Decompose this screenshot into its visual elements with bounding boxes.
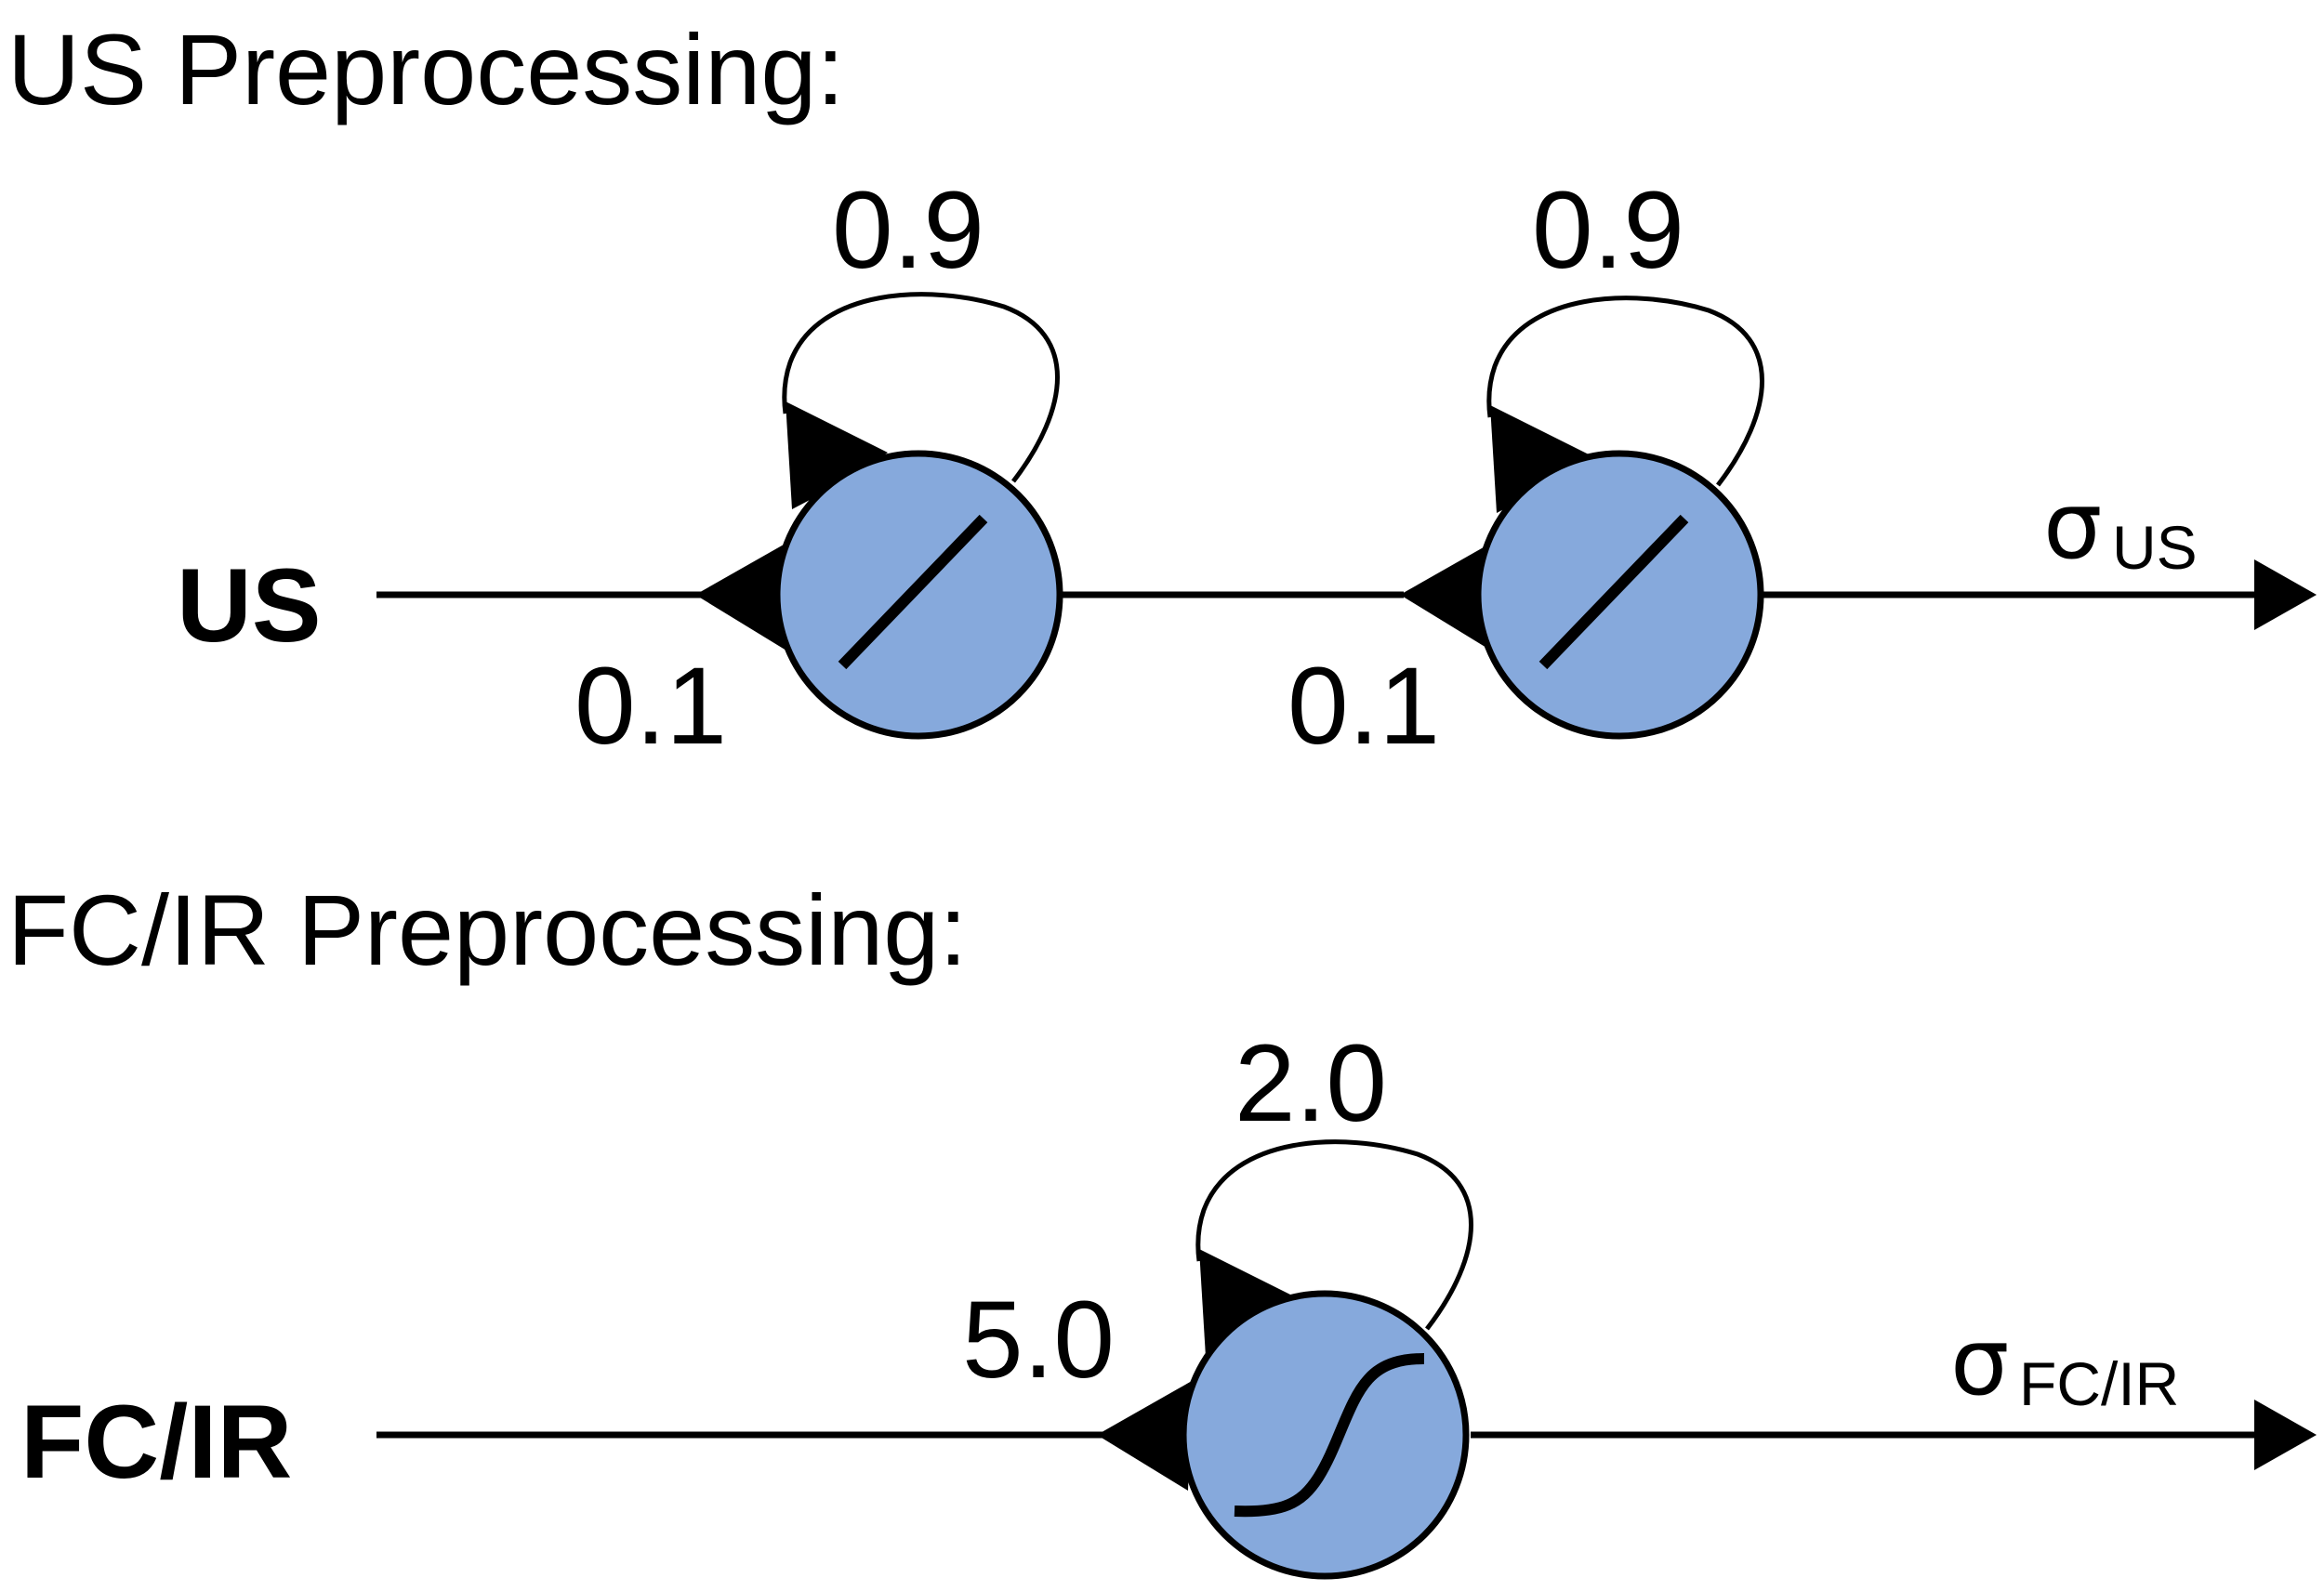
fcir-unit-1-loop-arrowhead: [1199, 1249, 1301, 1357]
fcir-unit-1: 2.0 5.0: [962, 1022, 1473, 1580]
fcir-output-label: σ FC/IR: [1950, 1308, 2179, 1418]
us-heading: US Preprocessing:: [7, 13, 844, 125]
us-unit-1-input-weight: 0.1: [574, 645, 727, 768]
fcir-unit-1-input-weight: 5.0: [962, 1279, 1115, 1401]
us-unit-1-node: [773, 450, 1063, 740]
us-unit-1-recurrent-loop: [782, 292, 1060, 483]
us-output-symbol: σ: [2043, 471, 2102, 580]
us-unit-2-recurrent-loop: [1486, 296, 1764, 487]
fcir-unit-1-self-weight: 2.0: [1235, 1022, 1387, 1145]
us-unit-2-input-weight: 0.1: [1287, 645, 1440, 768]
us-output-subscript: US: [2112, 513, 2198, 582]
us-output-arrowhead: [2254, 559, 2317, 630]
fcir-unit-1-node: [1180, 1290, 1470, 1580]
us-unit-2-input-arrowhead: [1400, 541, 1495, 651]
fcir-input-label: FC/IR: [20, 1384, 292, 1500]
fcir-output-arrowhead: [2254, 1400, 2317, 1470]
us-unit-2-loop-arrowhead: [1490, 405, 1592, 513]
fcir-unit-1-recurrent-loop: [1195, 1139, 1473, 1331]
us-unit-1-input-arrowhead: [695, 541, 790, 651]
us-unit-1-loop-arrowhead: [786, 401, 888, 509]
fcir-heading: FC/IR Preprocessing:: [7, 874, 967, 986]
fcir-unit-1-sigmoid-icon: [1234, 1353, 1425, 1518]
us-unit-1-linear-icon: [838, 514, 988, 670]
us-input-label: US: [177, 547, 322, 664]
us-unit-2-node: [1474, 450, 1764, 740]
fcir-unit-1-input-arrowhead: [1097, 1381, 1192, 1491]
us-unit-2: 0.9 0.1: [1287, 169, 1764, 768]
us-unit-1: 0.9 0.1: [574, 169, 1063, 768]
fcir-section: FC/IR Preprocessing: FC/IR 2.0 5.0 σ FC/…: [7, 874, 2317, 1580]
us-unit-1-self-weight: 0.9: [832, 169, 984, 292]
us-output-label: σ US: [2043, 471, 2198, 582]
us-unit-2-self-weight: 0.9: [1532, 169, 1684, 292]
us-unit-2-linear-icon: [1538, 514, 1689, 670]
fcir-output-subscript: FC/IR: [2019, 1349, 2179, 1418]
fcir-output-symbol: σ: [1950, 1308, 2009, 1416]
us-section: US Preprocessing: US 0.9 0.1 0.9 0.1: [7, 13, 2317, 768]
